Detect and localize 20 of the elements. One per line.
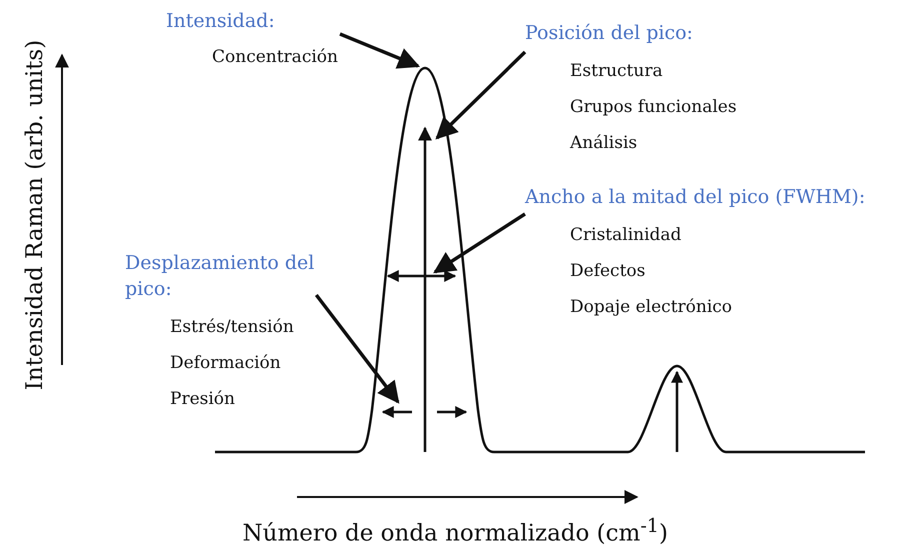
annotation-item: Presión <box>170 388 235 410</box>
annotation-heading: Ancho a la mitad del pico (FWHM): <box>525 185 866 210</box>
annotation-item: Concentración <box>212 46 338 68</box>
annotation-item: Defectos <box>570 260 646 282</box>
annotation-item: Estructura <box>570 60 663 82</box>
annotation-item: Dopaje electrónico <box>570 296 732 318</box>
annotation-item: Deformación <box>170 352 281 374</box>
annotation-item: Análisis <box>570 132 638 154</box>
leader-arrow <box>435 50 526 140</box>
annotation-item: Cristalinidad <box>570 224 682 246</box>
leader-arrow <box>314 294 400 404</box>
leader-arrow <box>339 32 420 69</box>
y-axis-title: Intensidad Raman (arb. units) <box>22 40 48 390</box>
x-axis-title: Número de onda normalizado (cm$^{-1}$) <box>242 514 668 546</box>
annotation-heading: Posición del pico: <box>525 21 694 46</box>
leader-arrow <box>433 212 526 274</box>
annotation-heading: Intensidad: <box>166 9 276 34</box>
annotation-item: Grupos funcionales <box>570 96 737 118</box>
annotation-heading: Desplazamiento del pico: <box>125 251 316 302</box>
annotation-item: Estrés/tensión <box>170 316 294 338</box>
